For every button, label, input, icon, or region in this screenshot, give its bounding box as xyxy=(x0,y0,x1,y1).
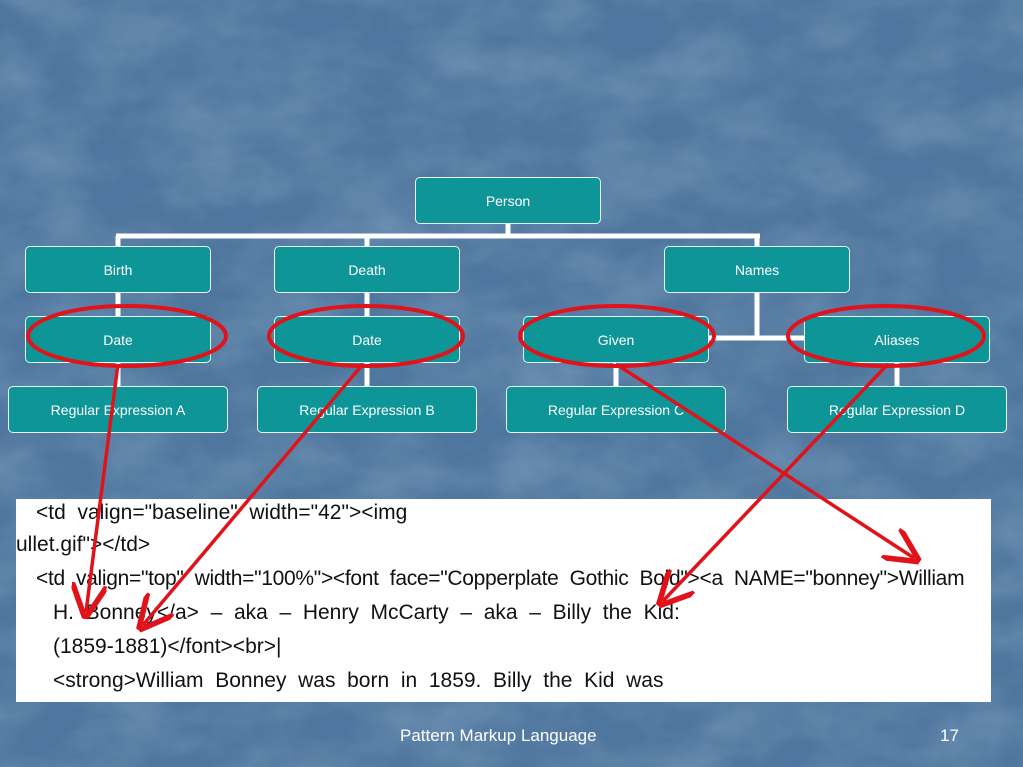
node-given: Given xyxy=(523,316,709,363)
node-regex-c: Regular Expression C xyxy=(506,386,726,433)
code-line-4: H. Bonney</a> – aka – Henry McCarty – ak… xyxy=(53,601,680,624)
node-death: Death xyxy=(274,246,460,293)
node-birth: Birth xyxy=(25,246,211,293)
node-regex-a: Regular Expression A xyxy=(8,386,228,433)
code-line-5: (1859-1881)</font><br>| xyxy=(53,635,282,658)
node-aliases: Aliases xyxy=(804,316,990,363)
node-death-date: Date xyxy=(274,316,460,363)
html-source-panel: <td valign="baseline" width="42"><img ul… xyxy=(16,499,991,702)
node-birth-date: Date xyxy=(25,316,211,363)
node-regex-b: Regular Expression B xyxy=(257,386,477,433)
code-line-3: <td valign="top" width="100%"><font face… xyxy=(36,567,965,590)
node-regex-d: Regular Expression D xyxy=(787,386,1007,433)
node-person: Person xyxy=(415,177,601,224)
node-names: Names xyxy=(664,246,850,293)
slide-page-number: 17 xyxy=(940,726,959,745)
code-line-1: <td valign="baseline" width="42"><img xyxy=(36,501,408,524)
code-line-2: ullet.gif"></td> xyxy=(16,533,151,556)
slide-footer-title: Pattern Markup Language xyxy=(400,726,597,745)
code-line-6: <strong>William Bonney was born in 1859.… xyxy=(53,669,664,692)
